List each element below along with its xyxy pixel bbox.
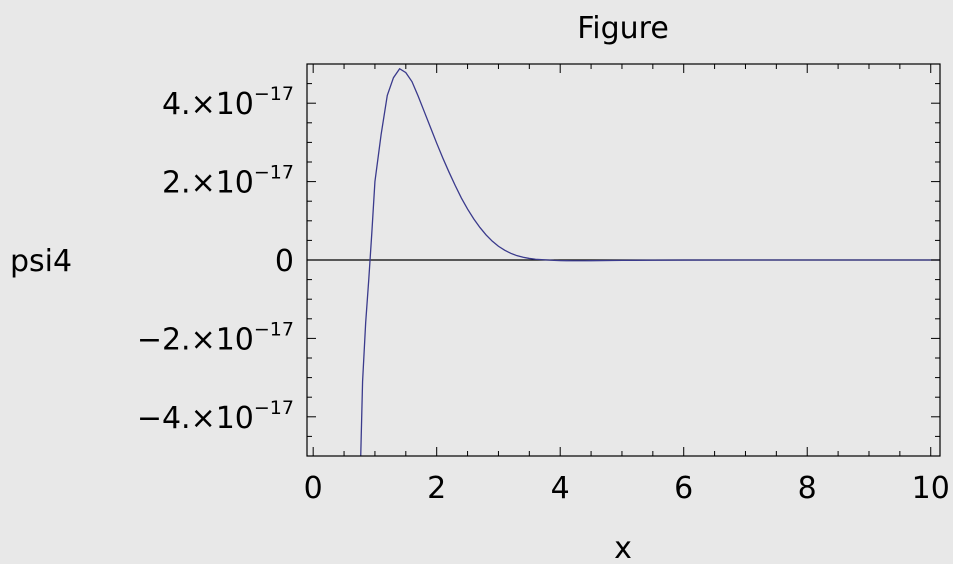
x-tick-label: 8 bbox=[798, 471, 817, 506]
y-axis-label: psi4 bbox=[10, 244, 72, 279]
x-tick-label: 6 bbox=[674, 471, 693, 506]
x-tick-label: 2 bbox=[427, 471, 446, 506]
series-line-0 bbox=[360, 67, 940, 456]
y-tick-label: 0 bbox=[275, 244, 294, 279]
y-ticks: 4.×10−17 2.×10−17 0 −2.×10−17 −4.×10−17 bbox=[137, 63, 940, 457]
x-tick-label: 10 bbox=[912, 471, 950, 506]
series-layer bbox=[360, 67, 940, 456]
x-tick-label: 4 bbox=[551, 471, 570, 506]
x-ticks: 0 2 4 6 8 10 bbox=[304, 64, 950, 506]
y-tick-label: 2.×10−17 bbox=[162, 162, 294, 201]
chart-title: Figure bbox=[577, 11, 669, 46]
y-tick-label: 4.×10−17 bbox=[162, 83, 294, 122]
x-tick-label: 0 bbox=[304, 471, 323, 506]
y-tick-label: −2.×10−17 bbox=[137, 318, 294, 357]
x-axis-label: x bbox=[614, 531, 632, 564]
y-tick-label: −4.×10−17 bbox=[137, 397, 294, 436]
